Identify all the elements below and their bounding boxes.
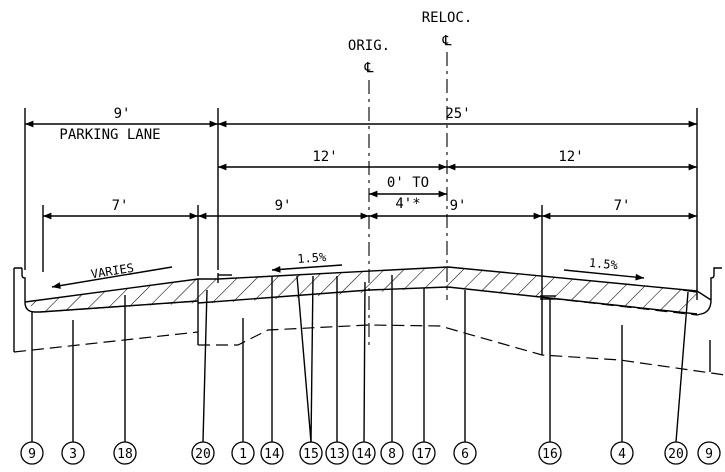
callout-circle bbox=[231, 441, 255, 465]
right-curb bbox=[696, 267, 722, 316]
reloc-centerline-symbol: ℄ bbox=[442, 33, 452, 49]
callout-circle bbox=[412, 441, 436, 465]
left-curb bbox=[13, 267, 40, 352]
pavement-hatch-left bbox=[25, 267, 448, 312]
callout-circle bbox=[610, 441, 634, 465]
callout-circle bbox=[352, 441, 376, 465]
leader-lines bbox=[31, 275, 689, 443]
callout-number: 1 bbox=[239, 447, 247, 462]
overall-width-label: 25' bbox=[445, 106, 470, 122]
callout-number: 18 bbox=[117, 447, 133, 462]
right-base-line bbox=[547, 297, 698, 316]
callout-number: 9 bbox=[705, 447, 713, 462]
callout-number: 17 bbox=[416, 447, 432, 462]
callout-number: 9 bbox=[28, 447, 36, 462]
left-slope-arrow bbox=[271, 264, 343, 273]
orig-centerline-label: ORIG. bbox=[348, 38, 390, 54]
callout-number: 4 bbox=[618, 447, 626, 462]
callout-circle bbox=[453, 441, 477, 465]
parking-slope-arrow bbox=[51, 266, 173, 289]
pavement-hatch-right bbox=[448, 267, 697, 315]
callout-number: 8 bbox=[388, 447, 396, 462]
offset-top-label: 0' TO bbox=[387, 175, 429, 191]
left-slope-label: 1.5% bbox=[297, 250, 328, 266]
left-outer-label: 7' bbox=[112, 198, 129, 214]
joint-right-tick bbox=[682, 289, 698, 293]
callout-group: 9 3 18 20 1 14 15 13 14 8 17 6 16 4 20 9 bbox=[20, 441, 721, 465]
callout-circle bbox=[697, 441, 721, 465]
callout-number: 14 bbox=[264, 447, 280, 462]
callout-circle bbox=[191, 441, 215, 465]
right-inner-label: 9' bbox=[450, 198, 467, 214]
callout-number: 13 bbox=[329, 447, 345, 462]
reloc-centerline-label: RELOC. bbox=[422, 10, 473, 26]
right-slope-arrow bbox=[563, 269, 645, 281]
left-half-label: 12' bbox=[312, 149, 337, 165]
right-outer-label: 7' bbox=[614, 198, 631, 214]
callout-number: 20 bbox=[668, 447, 684, 462]
orig-centerline-symbol: ℄ bbox=[364, 60, 374, 76]
callout-number: 3 bbox=[69, 447, 77, 462]
right-slope-label: 1.5% bbox=[588, 256, 619, 273]
callout-number: 6 bbox=[461, 447, 469, 462]
callout-number: 16 bbox=[542, 447, 558, 462]
callout-circle bbox=[20, 441, 44, 465]
callout-circle bbox=[380, 441, 404, 465]
callout-circle bbox=[299, 441, 323, 465]
parking-lane-label: PARKING LANE bbox=[59, 127, 160, 143]
parking-slope-label: VARIES bbox=[90, 261, 135, 282]
callout-number: 15 bbox=[303, 447, 319, 462]
callout-circle bbox=[113, 441, 137, 465]
subgrade-right bbox=[198, 324, 725, 376]
callout-circle bbox=[325, 441, 349, 465]
callout-number: 20 bbox=[195, 447, 211, 462]
left-inner-label: 9' bbox=[275, 198, 292, 214]
callout-circle bbox=[664, 441, 688, 465]
right-half-label: 12' bbox=[558, 149, 583, 165]
parking-width-label: 9' bbox=[114, 106, 131, 122]
callout-circle bbox=[61, 441, 85, 465]
offset-bottom-label: 4'* bbox=[395, 196, 420, 212]
subgrade-left bbox=[13, 331, 199, 353]
parking-base-line bbox=[39, 300, 199, 313]
callout-number: 14 bbox=[356, 447, 372, 462]
callout-circle bbox=[538, 441, 562, 465]
callout-circle bbox=[260, 441, 284, 465]
